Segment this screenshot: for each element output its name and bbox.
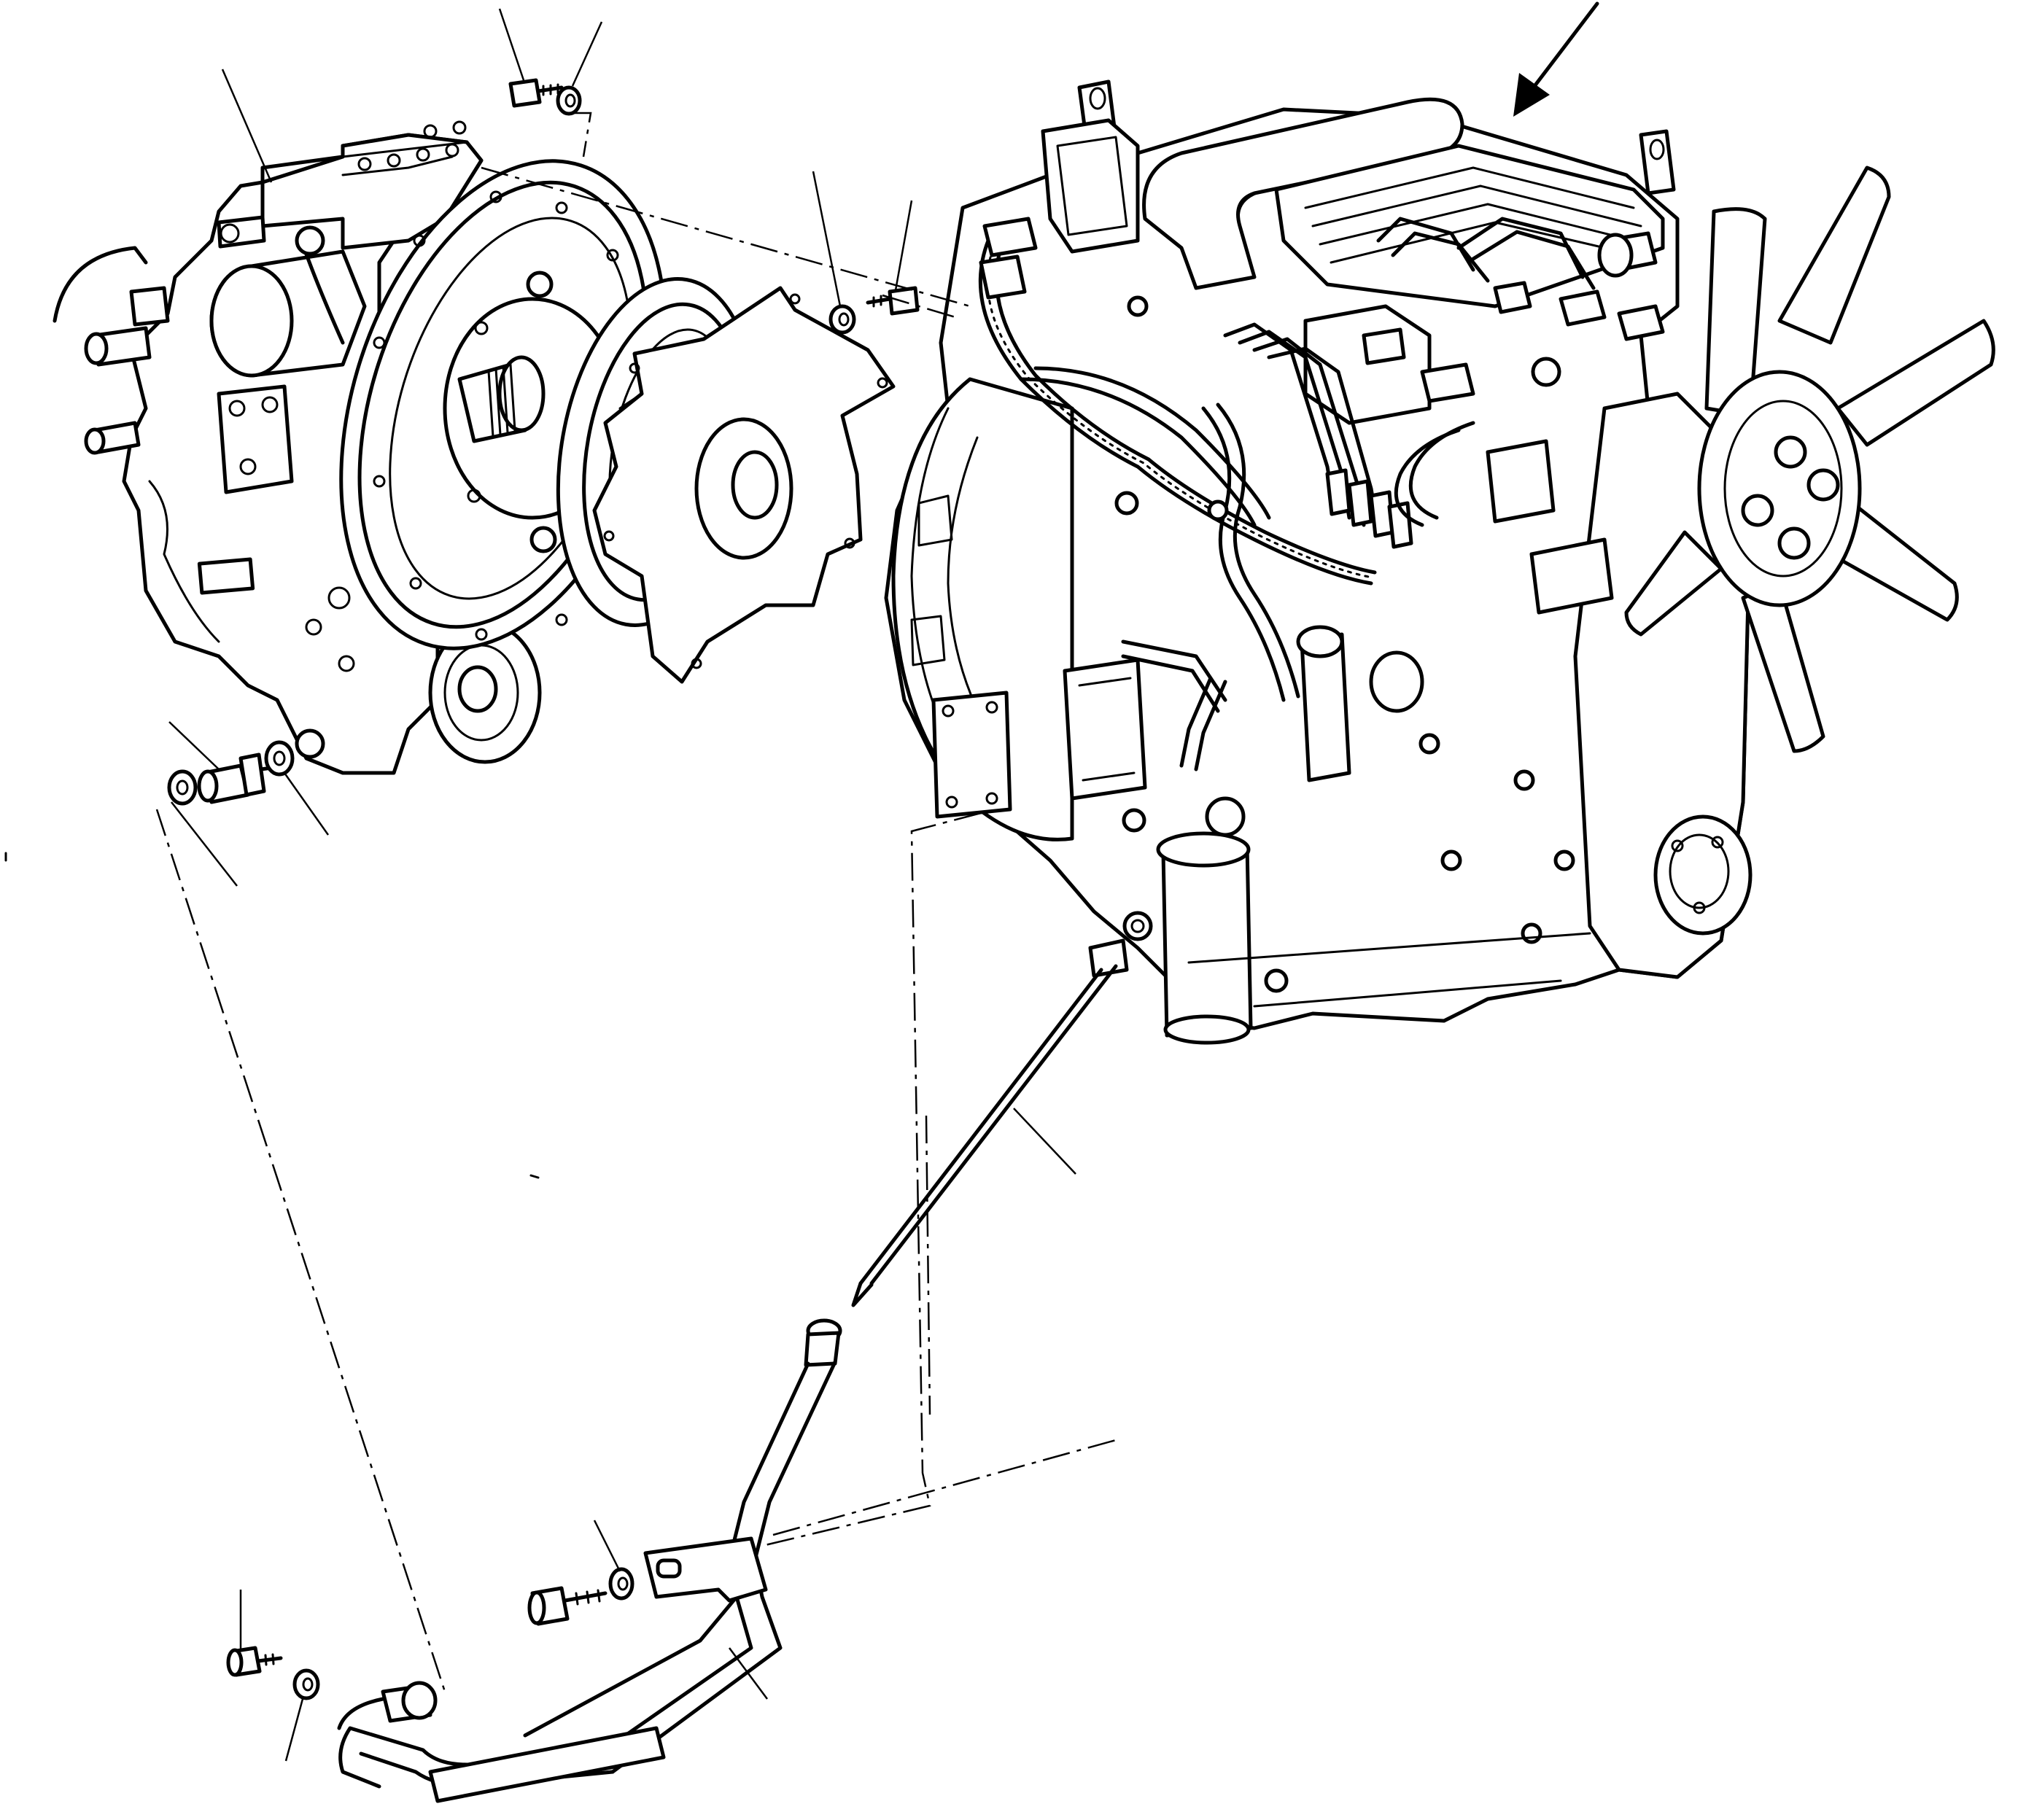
leader-lines [168, 8, 1076, 1762]
washer-icon [556, 85, 582, 116]
bolt-icon [226, 1646, 283, 1677]
drive-plate-icon [592, 286, 896, 684]
bolt-icon [527, 1586, 608, 1626]
washer-icon [264, 740, 295, 777]
engine-block-icon [884, 79, 1753, 1045]
cooling-fan-icon [1624, 166, 1995, 753]
view-direction-arrow-icon [1513, 1, 1599, 117]
dipstick-tube-icon [337, 1318, 842, 1803]
assembly-center-lines [155, 112, 1117, 1692]
washer-icon [608, 1567, 634, 1601]
pulley-icon [428, 621, 542, 764]
bolt-icon [866, 286, 920, 316]
washer-icon [167, 769, 198, 806]
dipstick-icon [851, 911, 1153, 1307]
washer-icon [828, 304, 856, 335]
washer-icon [292, 1668, 320, 1700]
adapter-fitting-icon [197, 752, 279, 804]
bolt-icon [508, 78, 564, 108]
